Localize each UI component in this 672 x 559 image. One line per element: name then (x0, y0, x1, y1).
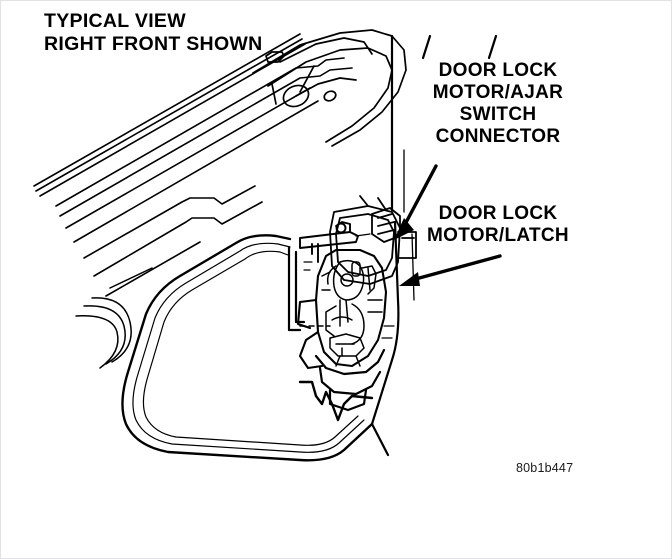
canvas-edge-top (0, 0, 672, 1)
door-inner-bracket (287, 245, 306, 332)
weatherstrip-inner-line (132, 242, 365, 453)
figure-id-code: 80b1b447 (516, 461, 574, 475)
latch-upper-rod (299, 221, 359, 263)
canvas-edge-left (0, 0, 1, 559)
latch-detail-specks (303, 233, 395, 339)
body-panel-curves (75, 267, 153, 369)
latch-body-outline (296, 248, 388, 370)
door-frame-upper-rail (252, 29, 407, 147)
latch-callout-label: DOOR LOCK MOTOR/LATCH (427, 203, 569, 247)
weatherstrip-seal (121, 234, 374, 462)
door-frame-panel (33, 33, 353, 297)
page-title: TYPICAL VIEW RIGHT FRONT SHOWN (44, 10, 263, 55)
latch-callout-arrow (399, 254, 502, 286)
connector-callout-label: DOOR LOCK MOTOR/AJAR SWITCH CONNECTOR (432, 60, 564, 148)
door-sheetmetal-notch (298, 380, 374, 422)
connector-callout-arrow (394, 164, 438, 240)
pillar-edge-inner (403, 149, 415, 301)
callout-tick-marks (421, 34, 498, 60)
latch-internal-linkage (321, 259, 383, 367)
pillar-edge (370, 34, 400, 457)
